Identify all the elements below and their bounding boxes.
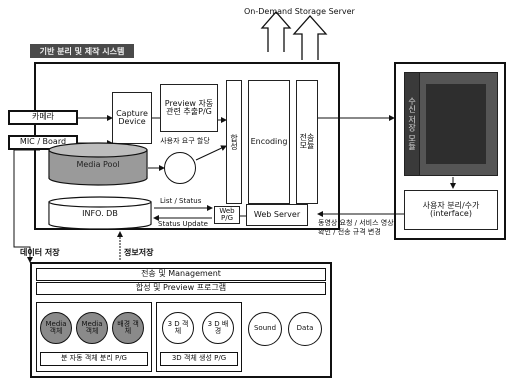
data-circle: Data [288,312,322,346]
line-data-save [13,149,40,263]
storage-vertical-label: 수신 저장 모듈 [404,72,420,176]
user-request-label: 사용자 요구 할당 [160,137,210,145]
web-pg-box: Web P/G [214,206,240,224]
preview-extract-box: Preview 자동관련 추출P/G [160,84,218,132]
camera-box: 카메라 [8,110,78,125]
user-request-allocator [164,152,196,184]
arrow-allocator-to-synthesis [195,145,227,161]
background-object-circle: 배경 객체 [112,312,144,344]
separation-pg-label: 분 자동 객체 분리 P/G [40,352,148,366]
sound-circle: Sound [248,312,282,346]
three-d-background-circle: 3 D 배경 [202,312,234,344]
arrow-up-outlet-1 [260,11,292,52]
three-d-pg-label: 3D 객체 생성 P/G [160,352,238,366]
info-db-label: INFO. DB [82,208,118,218]
media-object-circle-2: Media 객체 [76,312,108,344]
user-interface-box: 사용자 분리/수가 (interface) [404,190,498,230]
storage-screen [426,84,486,164]
info-save-label: 정보저장 [124,248,154,257]
request-note: 동영상 요청 / 서비스 영상 확인 / 전송 규격 변경 [318,219,394,236]
right-system-frame [394,62,506,240]
media-pool-label: Media Pool [76,159,120,169]
data-save-label: 데이터 저장 [20,248,60,257]
transmit-module-box: 전송 모듈 [296,80,318,204]
system-banner: 기반 분리 및 제작 시스템 [30,44,134,58]
info-db-cylinder: INFO. DB [48,196,152,230]
encoding-box: Encoding [248,80,290,204]
media-pool-cylinder: Media Pool [48,142,148,186]
arrow-up-outlet-2 [292,15,328,60]
three-d-object-circle: 3 D 객체 [162,312,194,344]
synthesis-preview-bar: 합성 및 Preview 프로그램 [36,282,326,295]
media-object-circle-1: Media 객체 [40,312,72,344]
capture-device-box: Capture Device [112,92,152,144]
web-server-box: Web Server [246,204,308,226]
top-server-label: On-Demand Storage Server [244,7,355,16]
management-bar: 전송 및 Management [36,268,326,281]
status-update-label: Status Update [158,220,208,228]
synthesis-box: 합성 [226,80,242,204]
list-status-label: List / Status [160,197,202,205]
